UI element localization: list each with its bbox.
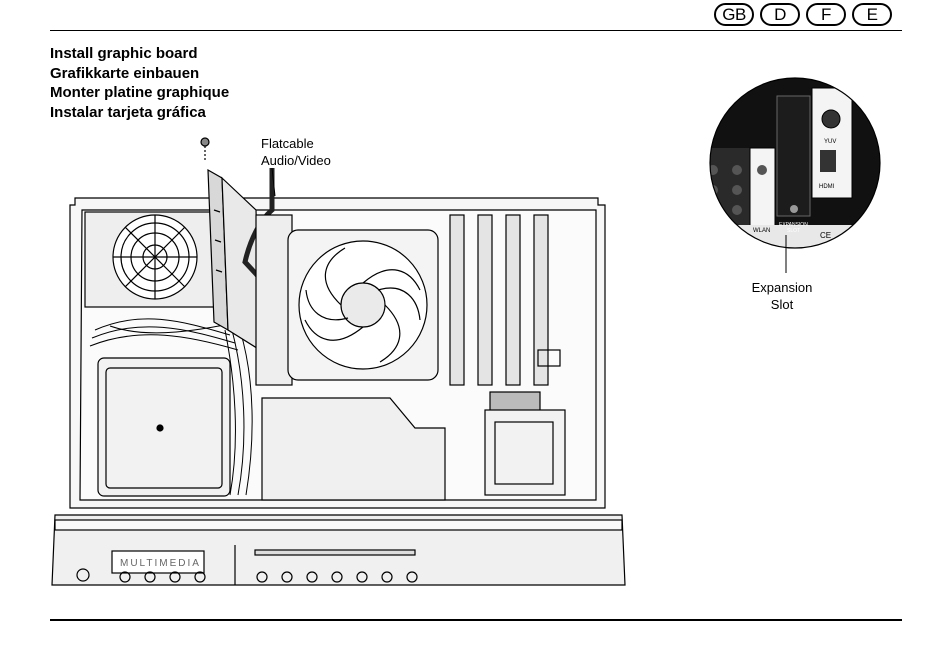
front-brand-text: MULTIMEDIA [120,558,201,569]
inset-slot-label-line2: SLOT [787,228,800,234]
inset-wlan-label: WLAN [753,228,770,234]
inset-hdmi-label: HDMI [819,184,835,190]
screw-icon [201,138,209,160]
hard-drive [98,358,230,496]
bottom-rule [50,619,902,621]
inset-ce-mark: CE [820,231,831,240]
disc-slot [255,550,415,555]
riser-board [256,215,292,385]
inset-yuv-label: YUV [824,139,836,145]
case-fan-icon [288,230,438,380]
psu-fan-icon [113,215,197,299]
graphics-card [208,170,260,350]
